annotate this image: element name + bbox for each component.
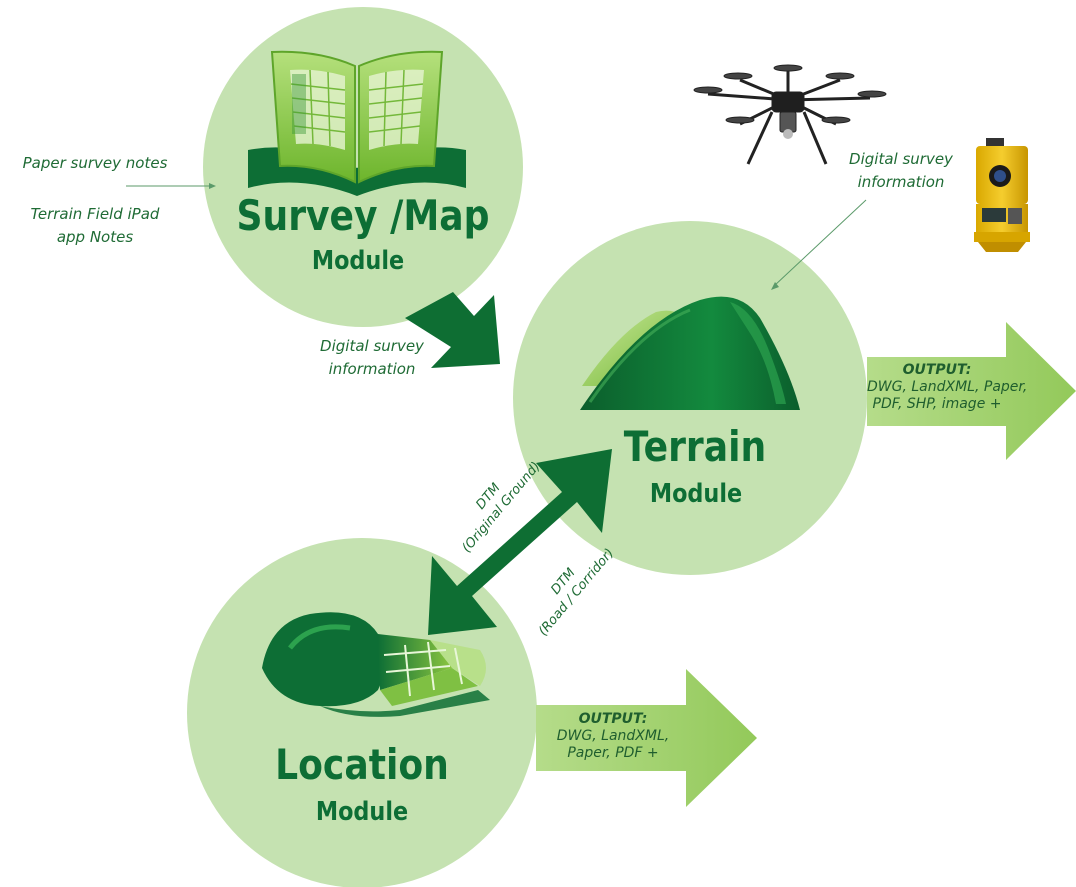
instrument-leader-head: [771, 282, 779, 290]
survey-to-terrain-arrow: [405, 292, 500, 368]
ipad-notes-line2: app Notes: [56, 228, 134, 246]
terrain-output-line2: PDF, SHP, image +: [872, 396, 1002, 412]
ipad-notes-line1: Terrain Field iPad: [30, 205, 160, 223]
survey-book-icon: [248, 50, 466, 196]
location-output-line2: Paper, PDF +: [567, 745, 659, 761]
survey-to-terrain-line2: information: [328, 360, 416, 378]
terrain-module-title: Terrain: [623, 422, 767, 471]
paper-notes-leader-head: [209, 183, 216, 189]
terrain-output-text: OUTPUT: DWG, LandXML, Paper, PDF, SHP, i…: [867, 362, 1028, 413]
location-module-title: Location: [275, 740, 449, 789]
instrument-label-line2: information: [857, 173, 945, 191]
terrain-mountain-icon: [580, 296, 800, 410]
instrument-leader: [773, 199, 867, 287]
instrument-label: Digital survey information: [831, 148, 971, 194]
instrument-label-line1: Digital survey: [849, 150, 953, 168]
survey-module-subtitle: Module: [311, 246, 405, 276]
dtm-double-arrow: [428, 449, 612, 635]
location-output-arrow: [536, 669, 757, 807]
location-road-icon: [262, 612, 490, 717]
terrain-output-arrow: [867, 322, 1076, 460]
location-module-subtitle: Module: [315, 797, 409, 827]
survey-module-title: Survey /Map: [236, 191, 490, 240]
ipad-notes-label: Terrain Field iPad app Notes: [10, 203, 180, 249]
terrain-output-heading: OUTPUT:: [902, 362, 972, 378]
survey-to-terrain-line1: Digital survey: [320, 337, 424, 355]
survey-to-terrain-label: Digital survey information: [302, 335, 442, 381]
terrain-module-subtitle: Module: [649, 479, 743, 509]
total-station-icon: [974, 138, 1030, 252]
drone-icon: [693, 64, 887, 165]
location-output-text: OUTPUT: DWG, LandXML, Paper, PDF +: [548, 711, 678, 762]
location-output-line1: DWG, LandXML,: [556, 728, 670, 744]
terrain-output-line1: DWG, LandXML, Paper,: [867, 379, 1028, 395]
paper-notes-label: Paper survey notes: [22, 154, 168, 172]
location-output-heading: OUTPUT:: [578, 711, 648, 727]
